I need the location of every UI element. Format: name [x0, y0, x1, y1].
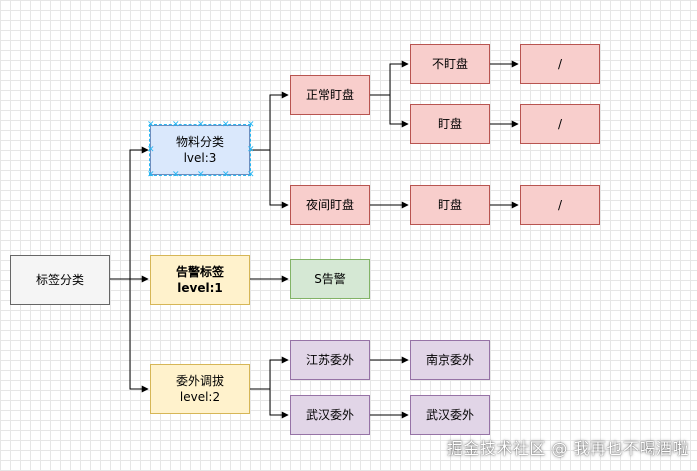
resize-handle-b1[interactable]: ✕ [172, 170, 180, 180]
node-outsource-level: level:2 [179, 390, 221, 404]
node-slash-1[interactable]: / [520, 44, 600, 84]
node-slash-1-label: / [557, 57, 563, 71]
resize-handle-b3[interactable]: ✕ [222, 170, 230, 180]
node-jiangsu-label: 江苏委外 [305, 353, 354, 367]
node-normal-watch[interactable]: 正常盯盘 [290, 75, 370, 115]
node-night-watch[interactable]: 夜间盯盘 [290, 185, 370, 225]
resize-handle-bl[interactable]: ✕ [147, 170, 155, 180]
node-wuhan-target-label: 武汉委外 [425, 408, 474, 422]
node-outsource-title: 委外调拔 [175, 374, 224, 388]
node-slash-2-label: / [557, 117, 563, 131]
node-slash-2[interactable]: / [520, 104, 600, 144]
edge-material-normal [250, 91, 289, 151]
node-normal-watch-label: 正常盯盘 [305, 88, 354, 102]
resize-handle-br[interactable]: ✕ [247, 170, 255, 180]
node-alarm-level: level:1 [177, 281, 223, 295]
edge-normal-nowatch [370, 60, 409, 96]
resize-handle-b2[interactable]: ✕ [197, 170, 205, 180]
node-nanjing-label: 南京委外 [425, 353, 474, 367]
node-s-alarm[interactable]: S告警 [290, 259, 370, 299]
resize-handle-ml[interactable]: ✕ [147, 145, 155, 155]
edge-outsource-wuhan [250, 388, 289, 419]
node-s-alarm-label: S告警 [314, 272, 346, 286]
node-slash-3-label: / [557, 198, 563, 212]
edge-material-night [250, 149, 289, 209]
node-watch-a-label: 盯盘 [437, 117, 462, 131]
node-nanjing[interactable]: 南京委外 [410, 340, 490, 380]
edge-root-outsource [110, 278, 149, 393]
node-wuhan-target[interactable]: 武汉委外 [410, 395, 490, 435]
node-no-watch-label: 不盯盘 [431, 57, 468, 71]
node-wuhan-source-label: 武汉委外 [305, 408, 354, 422]
resize-handle-mr[interactable]: ✕ [247, 145, 255, 155]
resize-handle-tl[interactable]: ✕ [147, 120, 155, 130]
node-night-watch-label: 夜间盯盘 [305, 198, 354, 212]
node-root[interactable]: 标签分类 [10, 255, 110, 305]
watermark: 掘金技术社区 @ 我再也不喝酒啦 [446, 439, 689, 458]
edge-outsource-jiangsu [250, 356, 289, 390]
node-watch-b[interactable]: 盯盘 [410, 185, 490, 225]
edge-normal-watch [370, 94, 409, 128]
node-slash-3[interactable]: / [520, 185, 600, 225]
node-jiangsu[interactable]: 江苏委外 [290, 340, 370, 380]
node-alarm-title: 告警标签 [175, 265, 224, 279]
node-root-label: 标签分类 [35, 273, 84, 287]
node-wuhan-source[interactable]: 武汉委外 [290, 395, 370, 435]
node-no-watch[interactable]: 不盯盘 [410, 44, 490, 84]
resize-handle-t2[interactable]: ✕ [197, 120, 205, 130]
node-outsource[interactable]: 委外调拔 level:2 [150, 364, 250, 414]
node-material-level: lvel:3 [183, 151, 217, 165]
node-material[interactable]: 物料分类 lvel:3 [149, 124, 251, 176]
resize-handle-tr[interactable]: ✕ [247, 120, 255, 130]
node-watch-b-label: 盯盘 [437, 198, 462, 212]
edge-root-material [110, 146, 149, 280]
resize-handle-t1[interactable]: ✕ [172, 120, 180, 130]
node-watch-a[interactable]: 盯盘 [410, 104, 490, 144]
node-material-title: 物料分类 [175, 135, 224, 149]
resize-handle-t3[interactable]: ✕ [222, 120, 230, 130]
node-alarm[interactable]: 告警标签 level:1 [150, 255, 250, 305]
